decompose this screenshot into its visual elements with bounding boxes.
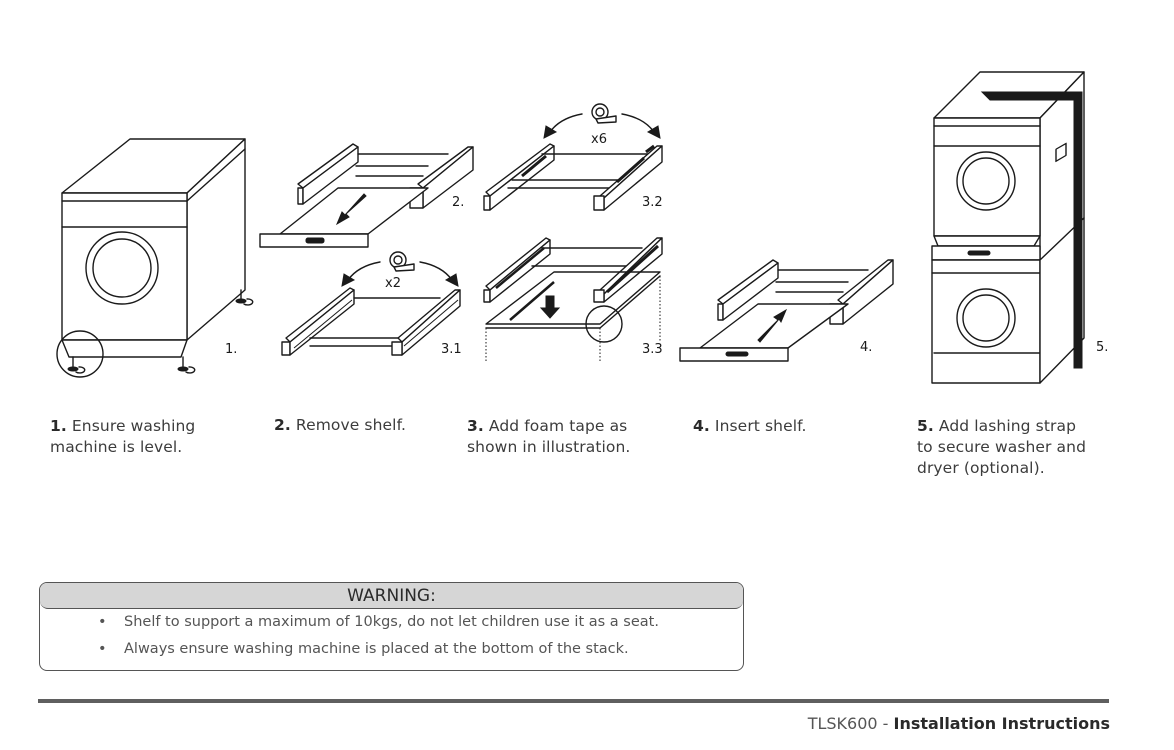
leveling-foot-icon <box>235 289 254 306</box>
multiplier-x6: x6 <box>591 132 607 147</box>
figure-label-3-3: 3.3 <box>642 342 663 357</box>
figure-4-insert-shelf <box>678 256 898 366</box>
step-text: Insert shelf. <box>714 417 807 435</box>
warning-item: • Always ensure washing machine is placed… <box>40 636 743 663</box>
shelf-remove-illustration <box>259 143 474 248</box>
figure-label-4: 4. <box>860 340 873 355</box>
footer-title: Installation Instructions <box>893 714 1110 733</box>
step-4-caption: 4. Insert shelf. <box>693 416 807 437</box>
step-text: dryer (optional). <box>917 459 1045 477</box>
warning-item: • Shelf to support a maximum of 10kgs, do… <box>40 609 743 636</box>
warning-title: WARNING: <box>40 583 743 609</box>
figure-3-3-shelf-on-machine <box>482 232 672 362</box>
figure-label-1: 1. <box>225 342 238 357</box>
figure-3-1-foam-tape-rails <box>280 250 470 360</box>
step-3-caption: 3. Add foam tape as shown in illustratio… <box>467 416 630 458</box>
lashing-strap <box>1073 91 1083 369</box>
warning-text: Always ensure washing machine is placed … <box>124 641 629 657</box>
step-text: machine is level. <box>50 438 183 456</box>
leveling-foot-icon <box>177 356 196 374</box>
step-text: Add lashing strap <box>938 417 1077 435</box>
figure-label-5: 5. <box>1096 340 1109 355</box>
step-1-caption: 1. Ensure washing machine is level. <box>50 416 195 458</box>
bullet-icon: • <box>98 614 107 630</box>
shelf-on-machine-illustration <box>483 237 663 362</box>
step-number: 4. <box>693 417 710 435</box>
bullet-icon: • <box>98 641 107 657</box>
step-number: 2. <box>274 416 291 434</box>
foam-tape-roll-icon <box>591 103 617 124</box>
shelf-tape-illustration <box>483 103 663 211</box>
step-text: shown in illustration. <box>467 438 631 456</box>
figure-label-2: 2. <box>452 195 465 210</box>
footer-divider <box>38 699 1109 703</box>
step-5-caption: 5. Add lashing strap to secure washer an… <box>917 416 1086 479</box>
leveling-foot-icon <box>67 356 86 374</box>
figure-3-2-foam-tape-shelf <box>482 100 672 215</box>
shelf-insert-illustration <box>679 259 894 362</box>
figure-2-remove-shelf <box>258 142 478 252</box>
footer-separator: - <box>877 714 894 733</box>
step-number: 3. <box>467 417 484 435</box>
magnify-circle <box>585 305 623 343</box>
step-number: 5. <box>917 417 934 435</box>
stacked-machines-illustration <box>931 71 1085 384</box>
footer-model: TLSK600 <box>807 714 878 733</box>
step-text: Add foam tape as <box>488 417 628 435</box>
figure-label-3-1: 3.1 <box>441 342 462 357</box>
step-number: 1. <box>50 417 67 435</box>
washing-machine-illustration <box>56 138 254 378</box>
arrow-down-icon <box>539 295 561 319</box>
figure-1-washing-machine <box>55 135 255 380</box>
step-2-caption: 2. Remove shelf. <box>274 415 406 436</box>
footer: TLSK600 - Installation Instructions <box>808 714 1110 733</box>
step-text: Remove shelf. <box>295 416 407 434</box>
warning-box: WARNING: • Shelf to support a maximum of … <box>39 582 744 671</box>
step-text: to secure washer and <box>917 438 1087 456</box>
lashing-strap <box>980 91 1081 101</box>
rails-tape-illustration <box>281 251 461 356</box>
step-text: Ensure washing <box>71 417 196 435</box>
arrow-in-icon <box>757 308 788 343</box>
warning-list: • Shelf to support a maximum of 10kgs, do… <box>40 609 743 663</box>
figure-5-stacked-washer-dryer <box>930 68 1090 384</box>
magnify-circle <box>56 330 104 378</box>
foam-tape-roll-icon <box>389 251 415 272</box>
warning-text: Shelf to support a maximum of 10kgs, do … <box>124 614 659 630</box>
figure-label-3-2: 3.2 <box>642 195 663 210</box>
multiplier-x2: x2 <box>385 276 401 291</box>
arrow-out-icon <box>335 193 367 226</box>
